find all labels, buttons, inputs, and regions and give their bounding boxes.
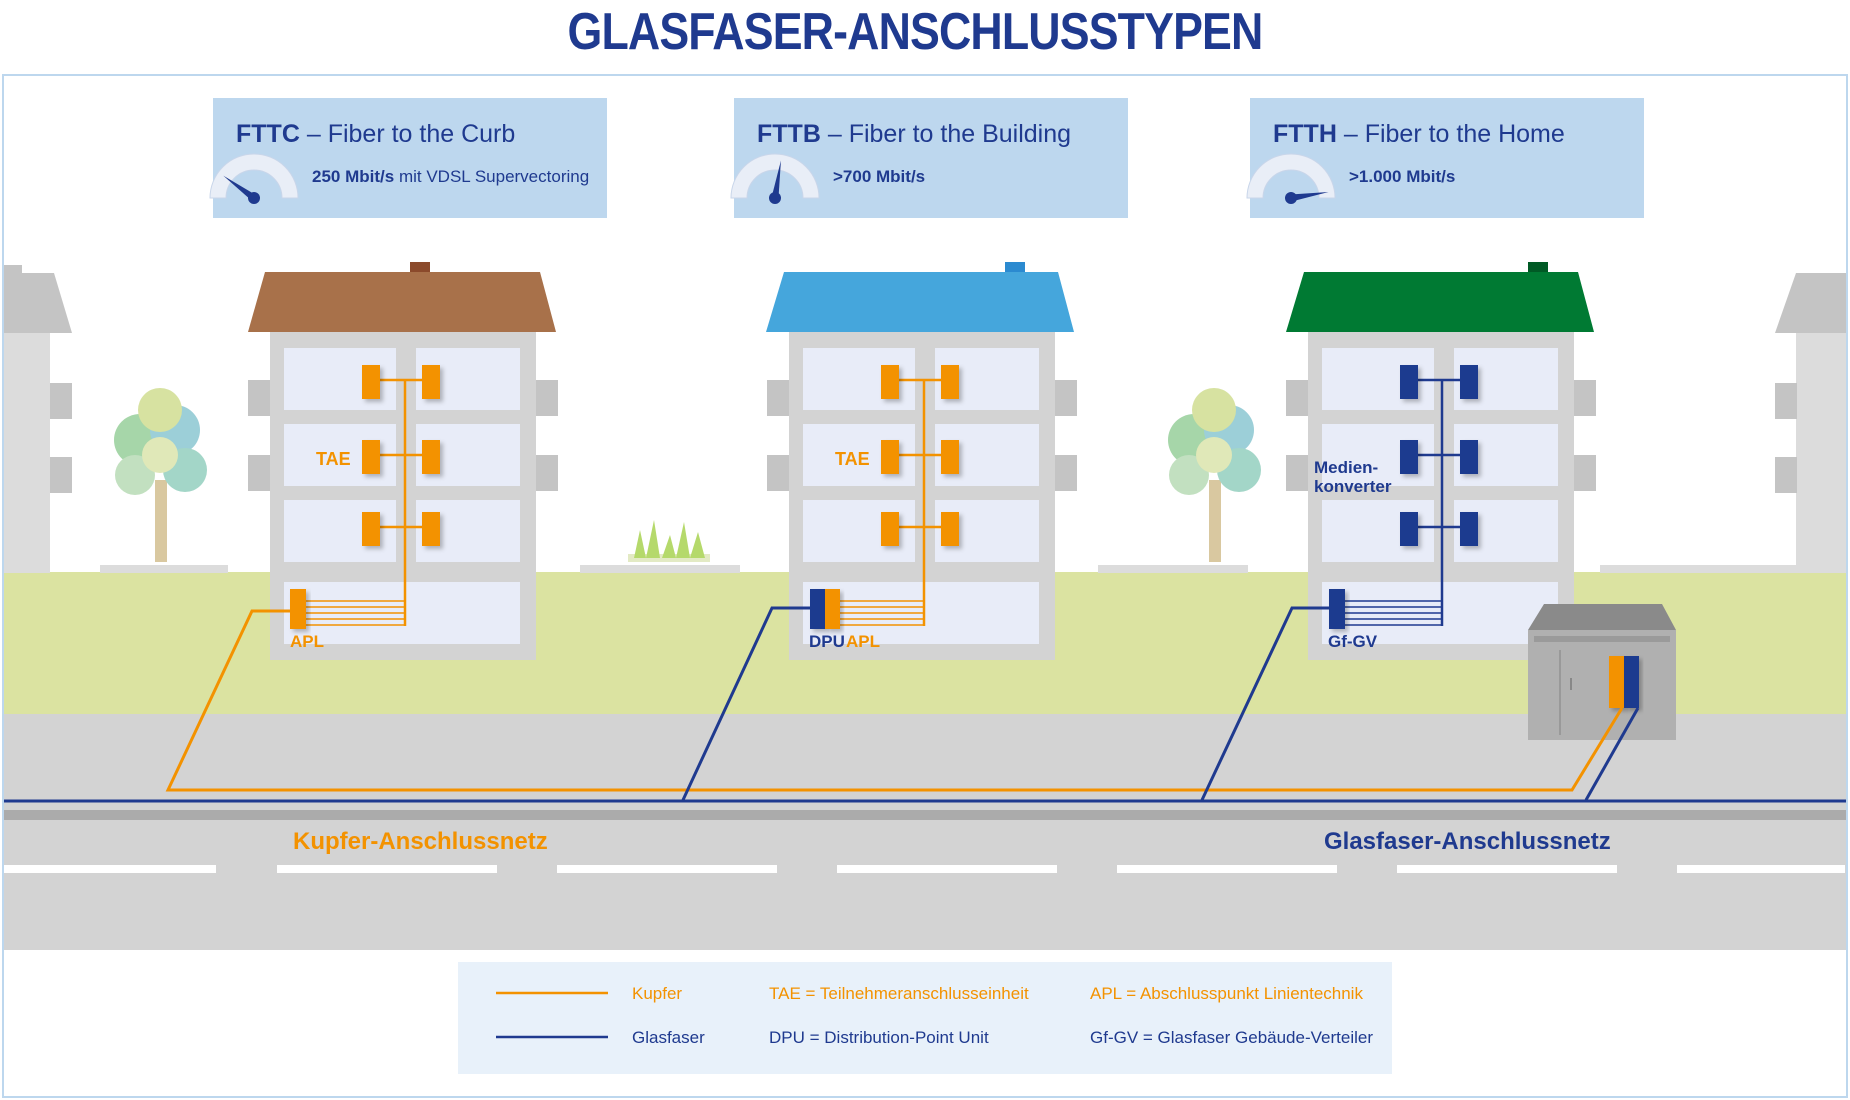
apl-label: APL	[290, 632, 324, 651]
diagram-title: GLASFASER-ANSCHLUSSTYPEN	[567, 3, 1264, 61]
gauge-icon	[730, 153, 820, 204]
media-converters-building-3	[1400, 365, 1478, 546]
legend-gfgv: Gf-GV = Glasfaser Gebäude-Verteiler	[1090, 1028, 1373, 1047]
copper-wiring-building-1	[304, 378, 430, 626]
media-converter-label-line-2: konverter	[1314, 477, 1392, 496]
legend-copper-label: Kupfer	[632, 984, 682, 1003]
type-box-ftth: FTTH – Fiber to the Home >1.000 Mbit/s	[1246, 98, 1644, 218]
fiber-wiring-building-3	[1345, 378, 1468, 626]
legend-tae: TAE = Teilnehmeranschlusseinheit	[769, 984, 1029, 1003]
road	[4, 714, 1846, 950]
gauge-hub	[248, 192, 260, 204]
road-markings	[4, 865, 1845, 873]
tae-sockets-building-1	[362, 365, 440, 546]
legend: Kupfer Glasfaser TAE = Teilnehmeranschlu…	[458, 962, 1392, 1074]
gauge-icon	[1246, 153, 1336, 204]
speed-text: >700 Mbit/s	[833, 167, 925, 186]
apl-box-building-1	[290, 589, 306, 629]
speed-text: >1.000 Mbit/s	[1349, 167, 1455, 186]
gauge-dial	[209, 153, 299, 199]
gauge-needle	[1290, 192, 1329, 202]
type-box-fttc: FTTC – Fiber to the Curb 250 Mbit/s mit …	[209, 98, 607, 218]
fiber-line-building-3	[1200, 606, 1329, 801]
building-fttc	[248, 262, 558, 660]
side-building-right	[1775, 273, 1846, 573]
apl-label: APL	[846, 632, 880, 651]
fiber-network-label: Glasfaser-Anschlussnetz	[1324, 828, 1611, 855]
gauge-hub	[769, 192, 781, 204]
apl-box-building-2	[825, 589, 840, 629]
tae-label: TAE	[316, 449, 351, 469]
speed-text: 250 Mbit/s mit VDSL Supervectoring	[312, 167, 589, 186]
road-curb	[4, 810, 1846, 820]
gauge-dial	[730, 153, 820, 199]
type-box-fttb: FTTB – Fiber to the Building >700 Mbit/s	[730, 98, 1128, 218]
roof-blue	[766, 272, 1074, 332]
gfgv-label: Gf-GV	[1328, 632, 1378, 651]
tae-label: TAE	[835, 449, 870, 469]
legend-dpu: DPU = Distribution-Point Unit	[769, 1028, 989, 1047]
dpu-label: DPU	[809, 632, 845, 651]
gauge-icon	[209, 153, 299, 204]
tae-sockets-building-2	[881, 365, 959, 546]
gauge-dial	[1246, 153, 1336, 199]
type-heading: FTTH – Fiber to the Home	[1273, 120, 1565, 148]
legend-apl: APL = Abschlusspunkt Linientechnik	[1090, 984, 1363, 1003]
roof-brown	[248, 272, 556, 332]
gauge-needle	[771, 160, 781, 199]
gauge-needle	[223, 175, 257, 201]
gauge-hub	[1285, 192, 1297, 204]
dpu-box	[810, 589, 825, 629]
copper-network-label: Kupfer-Anschlussnetz	[293, 828, 548, 855]
grass-icon	[628, 520, 710, 562]
copper-wiring-building-2	[838, 378, 949, 626]
fiber-line-cabinet	[1584, 707, 1640, 801]
street-cabinet-icon	[1528, 604, 1676, 740]
tree-icon	[1168, 388, 1261, 562]
gfgv-box	[1329, 589, 1345, 629]
type-heading: FTTB – Fiber to the Building	[757, 120, 1071, 148]
tree-icon	[114, 388, 207, 562]
media-converter-label-line-1: Medien-	[1314, 458, 1378, 477]
copper-line-network	[165, 609, 1624, 792]
type-heading: FTTC – Fiber to the Curb	[236, 120, 515, 148]
fiber-line-building-2	[681, 606, 810, 801]
side-building-left	[4, 265, 72, 573]
legend-fiber-label: Glasfaser	[632, 1028, 705, 1047]
background-walls	[100, 565, 1796, 573]
roof-green	[1286, 272, 1594, 332]
